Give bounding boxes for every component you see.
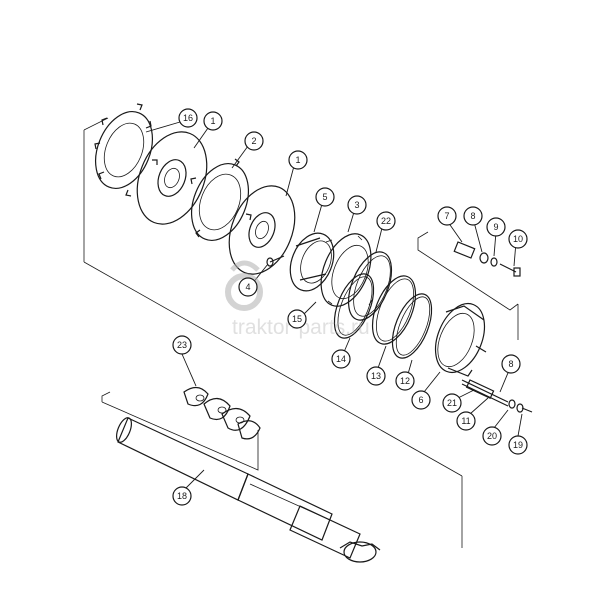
- callout-label: 20: [487, 431, 497, 441]
- friction-disc-1-lower: [228, 185, 296, 275]
- callout-label: 14: [336, 354, 346, 364]
- callout-label: 2: [251, 136, 256, 146]
- callout-11: 11: [456, 411, 476, 431]
- callout-label: 16: [183, 113, 193, 123]
- callout-label: 4: [245, 282, 250, 292]
- callout-label: 3: [354, 200, 359, 210]
- callout-label: 13: [371, 371, 381, 381]
- callout-6: 6: [411, 390, 431, 410]
- snap-ring-12: [391, 293, 433, 359]
- callout-label: 21: [447, 398, 457, 408]
- shaft-18: [116, 417, 381, 563]
- o-ring-14: [333, 273, 375, 339]
- callout-label: 8: [470, 211, 475, 221]
- callout-12: 12: [395, 371, 415, 391]
- callout-18: 18: [172, 486, 192, 506]
- callout-label: 19: [513, 440, 523, 450]
- bolt-4: [266, 255, 285, 267]
- separator-plate-16: [94, 103, 158, 197]
- callout-label: 8: [508, 359, 513, 369]
- housing-3: [320, 233, 373, 307]
- leader-lines: [145, 121, 523, 489]
- callout-label: 1: [210, 116, 215, 126]
- valve-stem-21: [461, 379, 533, 413]
- valve-group-7-10: [453, 241, 521, 277]
- frame-lines: [83, 117, 519, 548]
- callout-label: 9: [493, 222, 498, 232]
- callout-label: 18: [177, 491, 187, 501]
- clip-set-23: [183, 386, 261, 440]
- callout-label: 15: [292, 314, 302, 324]
- callout-8-upper: 8: [463, 206, 483, 226]
- callout-23: 23: [172, 335, 192, 355]
- callout-14: 14: [331, 349, 351, 369]
- callout-1-lower: 1: [288, 150, 308, 170]
- callout-2: 2: [244, 131, 264, 151]
- callout-label: 12: [400, 376, 410, 386]
- callout-9: 9: [486, 217, 506, 237]
- callout-22: 22: [376, 211, 396, 231]
- callout-3: 3: [347, 195, 367, 215]
- callout-7: 7: [437, 206, 457, 226]
- callout-5: 5: [315, 187, 335, 207]
- callout-label: 5: [322, 192, 327, 202]
- callout-label: 22: [381, 216, 391, 226]
- steel-plate-2: [190, 158, 252, 241]
- callout-16: 16: [178, 108, 198, 128]
- callout-19: 19: [508, 435, 528, 455]
- callout-8-lower: 8: [501, 354, 521, 374]
- callout-4: 4: [238, 277, 258, 297]
- friction-disc-1-upper: [136, 131, 208, 225]
- callout-10: 10: [508, 229, 528, 249]
- callout-20: 20: [482, 426, 502, 446]
- callout-label: 11: [461, 416, 470, 426]
- callout-21: 21: [442, 393, 462, 413]
- callout-label: 23: [177, 340, 187, 350]
- cover-6: [434, 303, 487, 377]
- ring-13: [371, 275, 417, 345]
- callout-label: 6: [418, 395, 423, 405]
- callout-13: 13: [366, 366, 386, 386]
- seal-ring-22: [347, 251, 393, 321]
- callout-label: 10: [513, 234, 523, 244]
- callout-15: 15: [287, 309, 307, 329]
- callout-label: 1: [295, 155, 300, 165]
- callout-1-upper: 1: [203, 111, 223, 131]
- callout-label: 7: [444, 211, 449, 221]
